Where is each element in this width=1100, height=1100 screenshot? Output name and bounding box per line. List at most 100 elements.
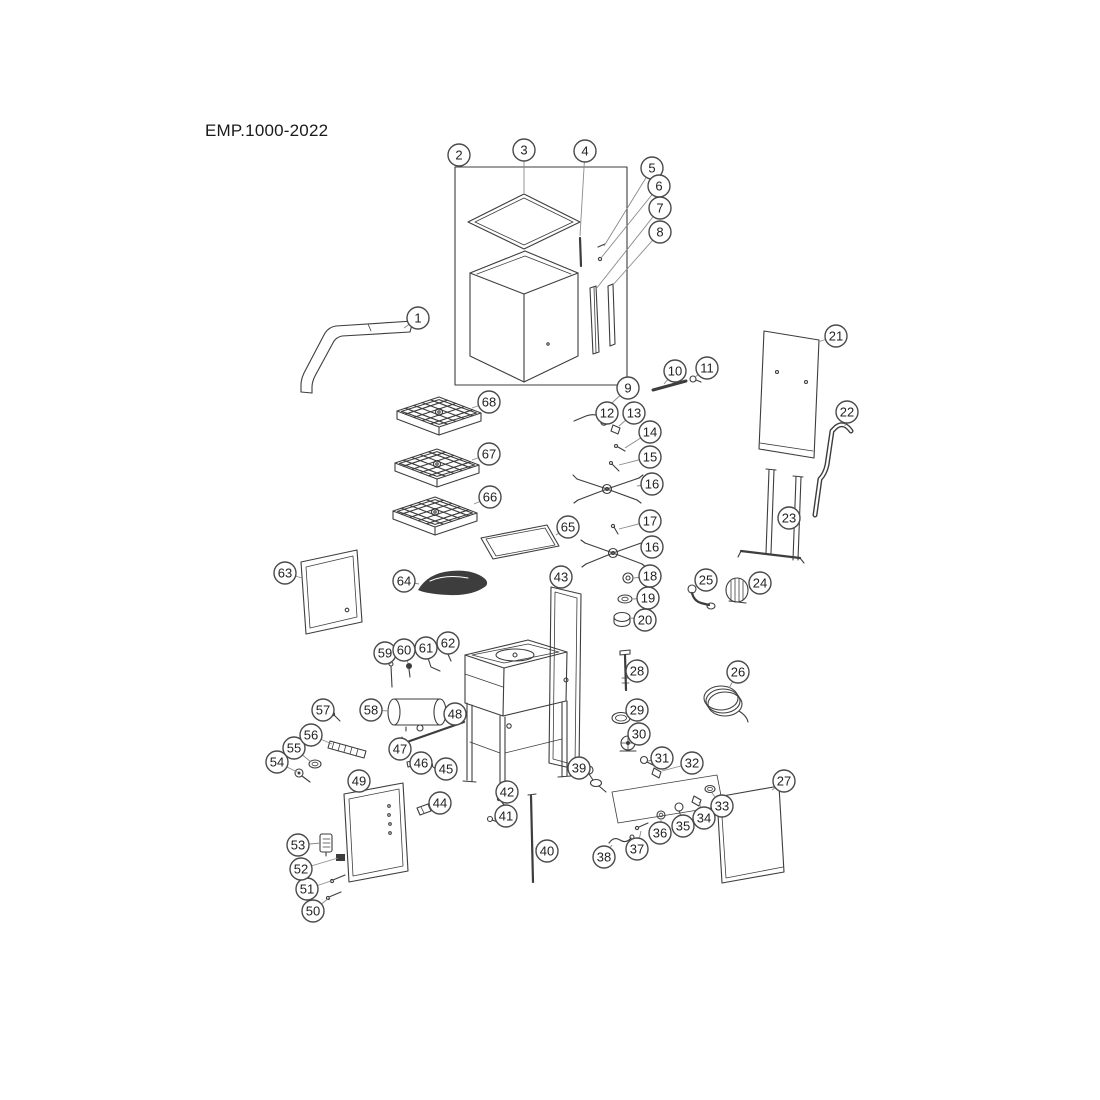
callout-2: 2 [447, 143, 471, 167]
part-53-thermostat [319, 833, 333, 857]
svg-text:58: 58 [364, 703, 378, 718]
callout-45: 45 [434, 757, 458, 781]
callout-68: 68 [477, 390, 501, 414]
part-64-seal-trough [418, 570, 488, 596]
callout-25: 25 [694, 568, 718, 592]
part-1-hood-frame [300, 320, 414, 394]
svg-text:24: 24 [753, 576, 767, 591]
svg-text:57: 57 [316, 703, 330, 718]
svg-text:16: 16 [645, 477, 659, 492]
callout-22: 22 [835, 400, 859, 424]
svg-text:66: 66 [483, 490, 497, 505]
callout-56: 56 [299, 723, 323, 747]
part-60-sensor [406, 663, 412, 678]
svg-text:42: 42 [500, 785, 514, 800]
svg-text:5: 5 [648, 161, 655, 176]
svg-text:2: 2 [455, 148, 462, 163]
svg-text:14: 14 [643, 425, 657, 440]
svg-text:8: 8 [656, 225, 663, 240]
callout-11: 11 [695, 356, 719, 380]
callout-49: 49 [347, 769, 371, 793]
svg-text:34: 34 [697, 811, 711, 826]
svg-text:13: 13 [627, 406, 641, 421]
part-23-stand-frame [737, 468, 805, 564]
svg-text:62: 62 [441, 636, 455, 651]
callout-1: 1 [406, 306, 430, 330]
svg-text:12: 12 [600, 406, 614, 421]
callout-23: 23 [777, 506, 801, 530]
callout-37: 37 [625, 837, 649, 861]
part-2-kit-box [454, 166, 628, 386]
svg-text:27: 27 [777, 774, 791, 789]
svg-text:52: 52 [294, 862, 308, 877]
svg-text:23: 23 [782, 511, 796, 526]
part-16-wash-arm-lower [580, 538, 649, 568]
part-56-heating-element [327, 740, 367, 759]
svg-text:22: 22 [840, 405, 854, 420]
part-15-screw [608, 460, 620, 472]
callout-64: 64 [392, 569, 416, 593]
callout-48: 48 [443, 702, 467, 726]
svg-text:51: 51 [300, 882, 314, 897]
part-59-probe [388, 661, 394, 688]
part-19-gasket [617, 594, 633, 604]
callout-8: 8 [648, 220, 672, 244]
part-20-cap [613, 611, 631, 628]
svg-text:36: 36 [653, 826, 667, 841]
svg-text:15: 15 [643, 450, 657, 465]
svg-text:65: 65 [561, 520, 575, 535]
part-14-screw [613, 443, 626, 452]
callout-17: 17 [638, 509, 662, 533]
svg-text:25: 25 [699, 573, 713, 588]
part-21-rear-panel [758, 330, 820, 459]
callout-31: 31 [650, 746, 674, 770]
svg-text:53: 53 [291, 838, 305, 853]
callout-53: 53 [286, 833, 310, 857]
callout-20: 20 [633, 608, 657, 632]
callout-leader-5 [603, 167, 653, 247]
svg-text:55: 55 [287, 741, 301, 756]
svg-text:47: 47 [393, 742, 407, 757]
part-66-rack [392, 496, 478, 536]
callout-62: 62 [436, 631, 460, 655]
callout-63: 63 [273, 561, 297, 585]
svg-text:31: 31 [655, 751, 669, 766]
svg-text:63: 63 [278, 566, 292, 581]
svg-text:60: 60 [397, 643, 411, 658]
part-51-screw [329, 874, 346, 884]
svg-text:18: 18 [643, 569, 657, 584]
part-43-machine-body [462, 586, 582, 793]
callout-54: 54 [265, 750, 289, 774]
part-27-side-panel [716, 785, 785, 884]
svg-text:16: 16 [645, 540, 659, 555]
callout-26: 26 [726, 660, 750, 684]
callout-21: 21 [824, 324, 848, 348]
svg-text:19: 19 [641, 591, 655, 606]
svg-text:7: 7 [656, 201, 663, 216]
callout-51: 51 [295, 877, 319, 901]
callout-7: 7 [648, 196, 672, 220]
callout-39: 39 [567, 756, 591, 780]
callout-leader-4 [579, 150, 586, 237]
svg-text:4: 4 [581, 144, 588, 159]
part-40-rod [527, 793, 537, 884]
callout-46: 46 [409, 751, 433, 775]
svg-text:48: 48 [448, 707, 462, 722]
callout-leader-7 [595, 207, 661, 290]
part-4-strip [578, 236, 583, 268]
svg-text:28: 28 [630, 664, 644, 679]
callout-65: 65 [556, 515, 580, 539]
svg-text:6: 6 [655, 179, 662, 194]
part-44-bracket [416, 803, 432, 816]
svg-text:37: 37 [630, 842, 644, 857]
part-5-6-pins [597, 243, 606, 262]
svg-text:49: 49 [352, 774, 366, 789]
part-49-front-door [343, 782, 409, 883]
part-50-screw [325, 891, 342, 901]
callout-34: 34 [692, 806, 716, 830]
svg-text:33: 33 [715, 799, 729, 814]
callout-43: 43 [549, 565, 573, 589]
part-68-rack [396, 396, 482, 436]
